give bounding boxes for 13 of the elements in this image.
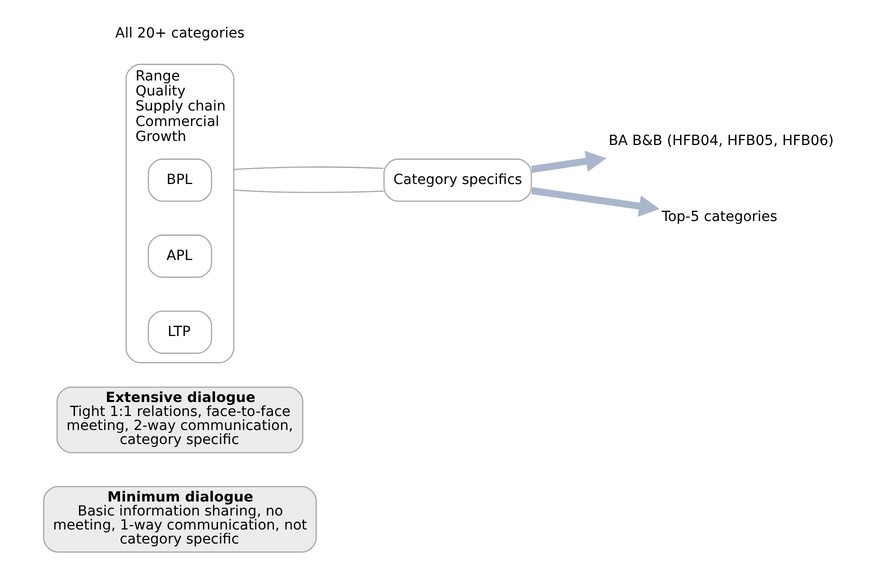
node-box: Minimum dialogue Basic information sharing, no meeting, 1-way communication, not category specific [42, 486, 316, 553]
node-box: BPL [147, 158, 212, 202]
node-box: Category specifics [382, 158, 532, 202]
node-box: LTP [147, 310, 212, 354]
connector [233, 166, 384, 170]
arrow [530, 150, 606, 173]
node-box: Extensive dialogue Tight 1:1 relations, face-to-face meeting, 2-way communication, category specific [56, 386, 303, 454]
node-label: All 20+ categories [114, 26, 244, 42]
node-text: BA B&B (HFB04, HFB05, HFB06) [608, 133, 834, 150]
node-box: APL [147, 234, 212, 278]
node-text: Top-5 categories [661, 209, 777, 226]
arrow [530, 187, 660, 217]
connector [233, 189, 384, 194]
